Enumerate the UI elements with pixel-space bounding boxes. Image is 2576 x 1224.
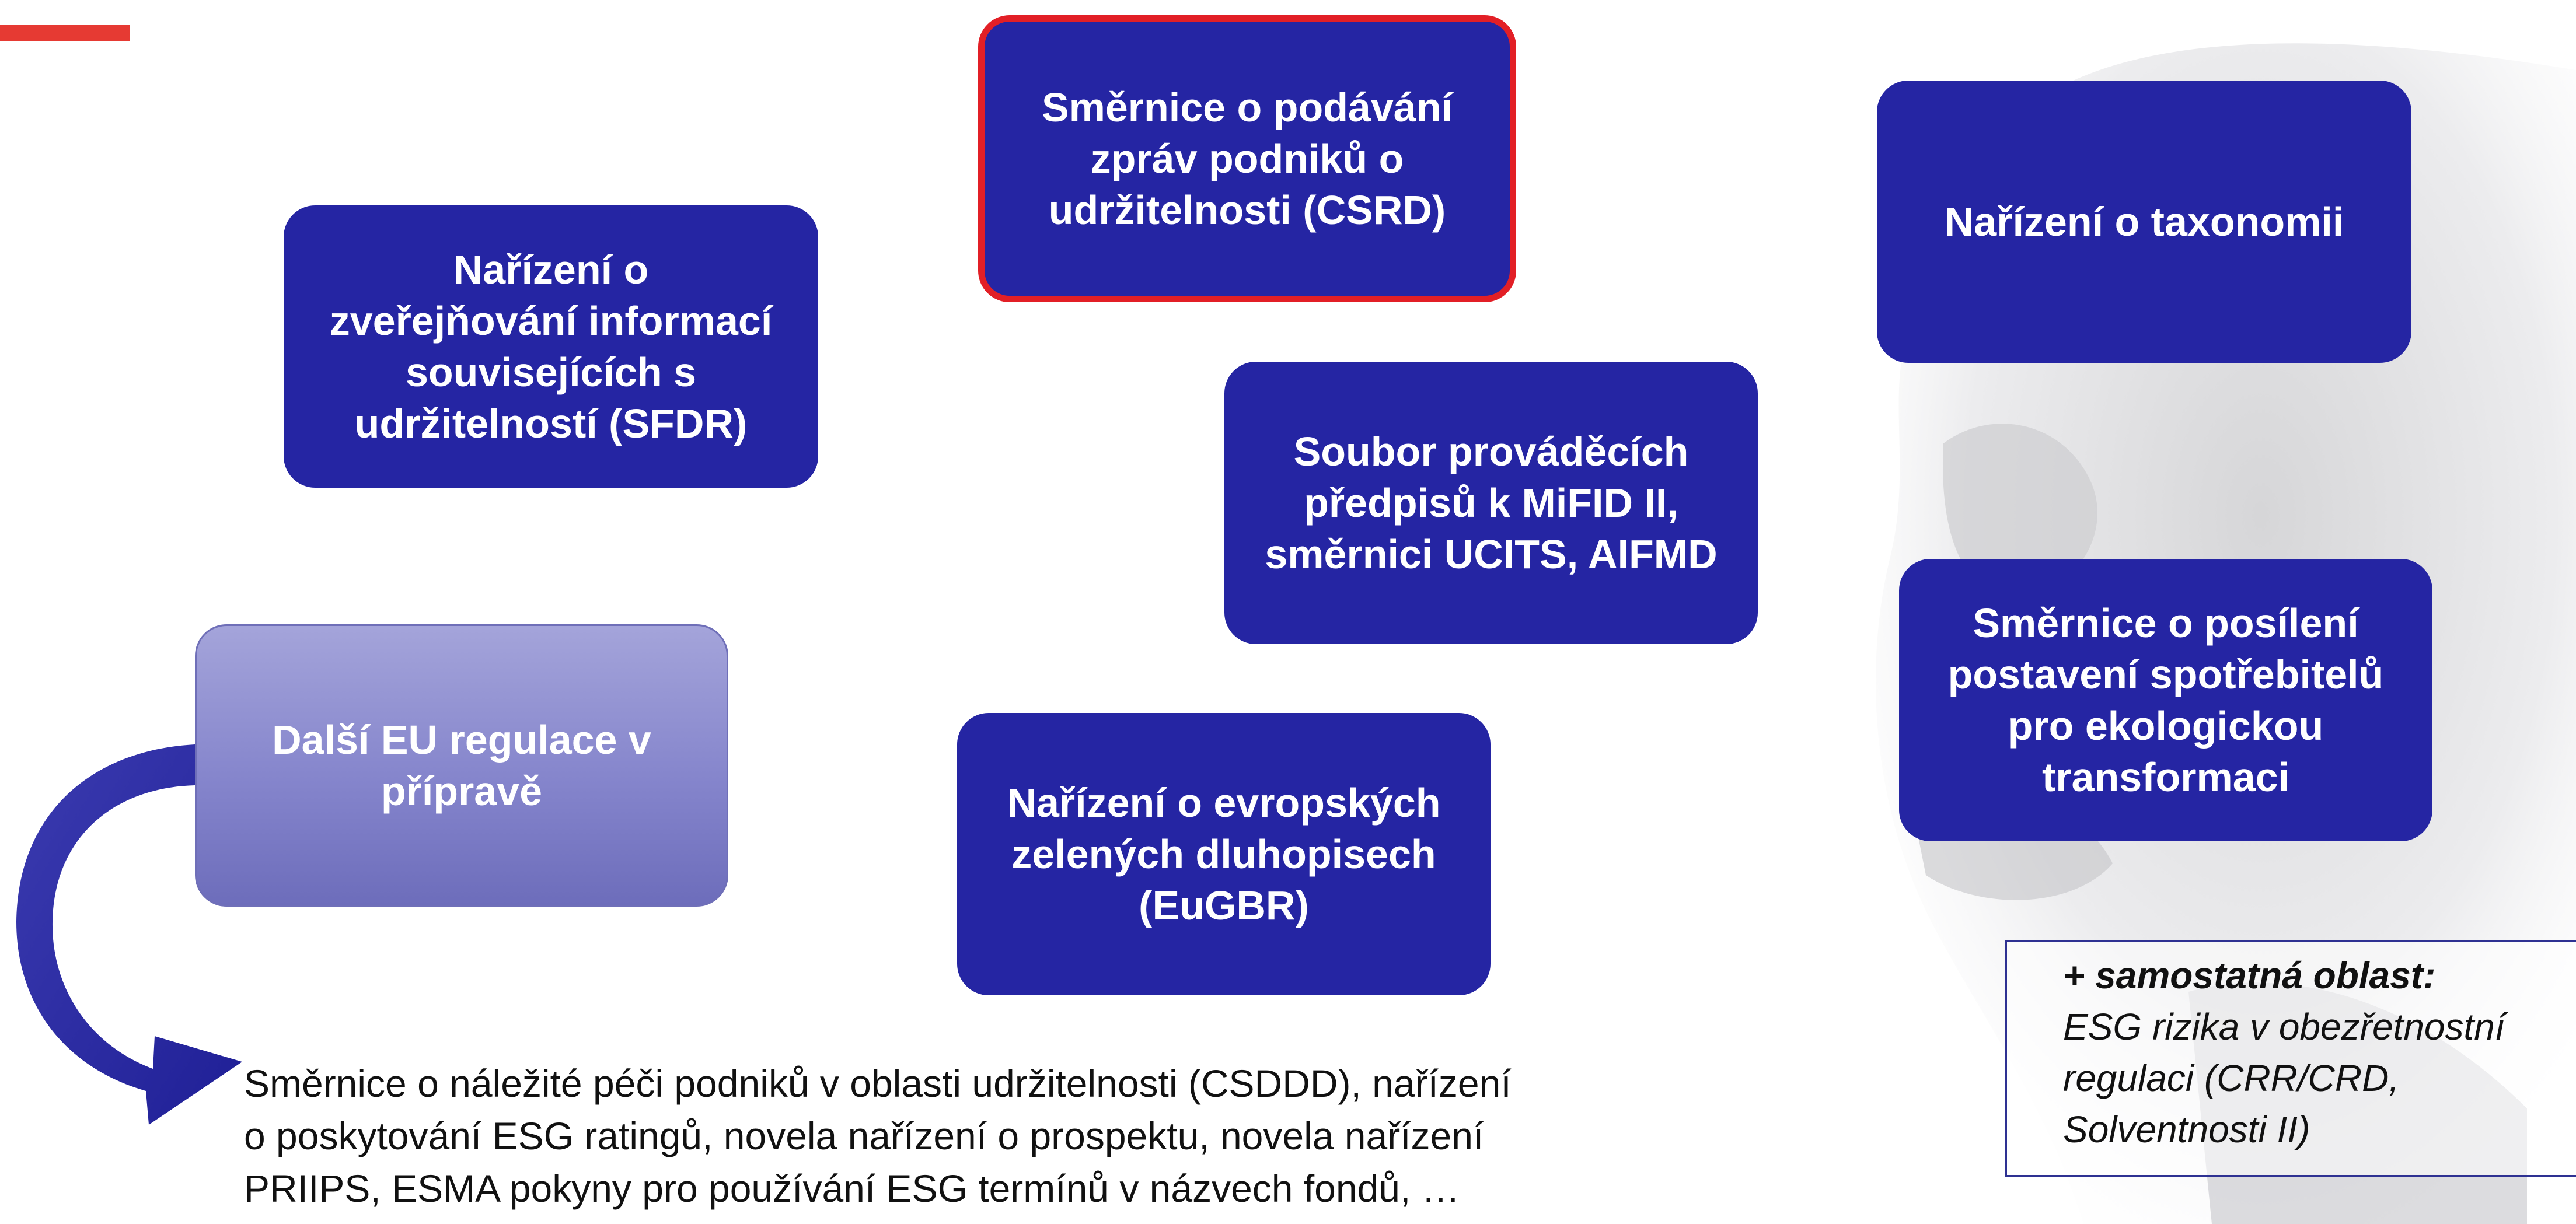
box-csrd: Směrnice o podávání zpráv podniků o udrž… xyxy=(978,15,1516,302)
box-other-eu-regulation: Další EU regulace v přípravě xyxy=(195,624,728,907)
prudential-note-box: + samostatná oblast: ESG rizika v obezře… xyxy=(2005,940,2576,1177)
accent-bar xyxy=(0,25,130,41)
box-consumers: Směrnice o posílení postavení spotřebite… xyxy=(1899,559,2432,841)
note-body: ESG rizika v obezřetnostní regulaci (CRR… xyxy=(2063,1006,2505,1150)
note-title: + samostatná oblast: xyxy=(2063,954,2436,996)
box-mifid: Soubor prováděcích předpisů k MiFID II, … xyxy=(1224,362,1758,644)
box-taxonomy: Nařízení o taxonomii xyxy=(1877,81,2411,363)
box-eugbr: Nařízení o evropských zelených dluhopise… xyxy=(957,713,1491,995)
box-sfdr: Nařízení o zveřejňování informací souvis… xyxy=(284,205,818,488)
further-regulation-text: Směrnice o náležité péči podniků v oblas… xyxy=(244,1062,1512,1210)
